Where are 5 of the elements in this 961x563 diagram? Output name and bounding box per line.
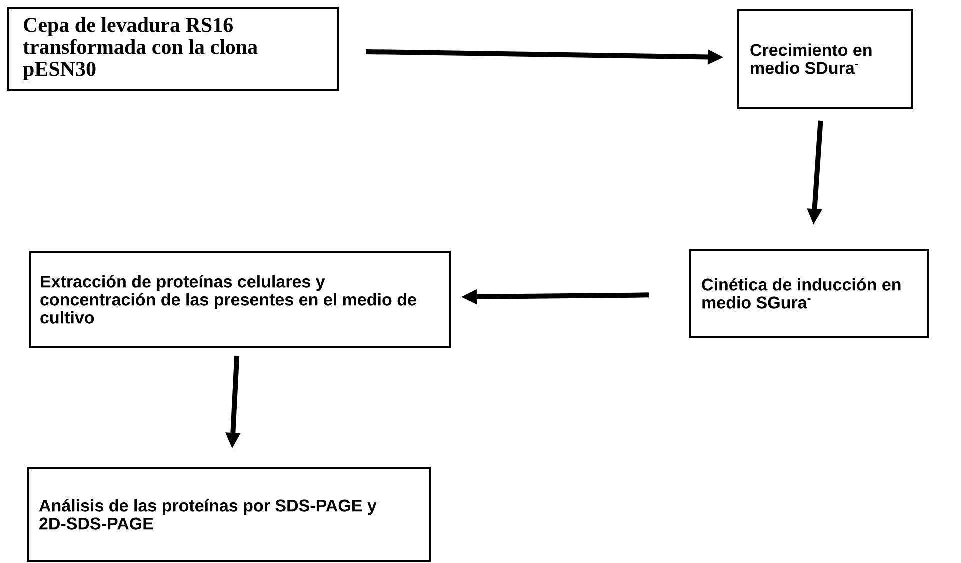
process-box: Crecimiento en medio SDura$^{-}$ (737, 9, 913, 109)
process-box: Extracción de proteínas celulares y concentración de las presentes en el medio de cultivo (29, 251, 451, 348)
process-box: Análisis de las proteínas por SDS-PAGE y 2D-SDS-PAGE (27, 467, 431, 562)
process-box: Cepa de levadura RS16 transformada con la clona pESN30 (7, 7, 339, 91)
process-box: Cinética de inducción en medio SGura$^{-}$ (689, 249, 929, 338)
